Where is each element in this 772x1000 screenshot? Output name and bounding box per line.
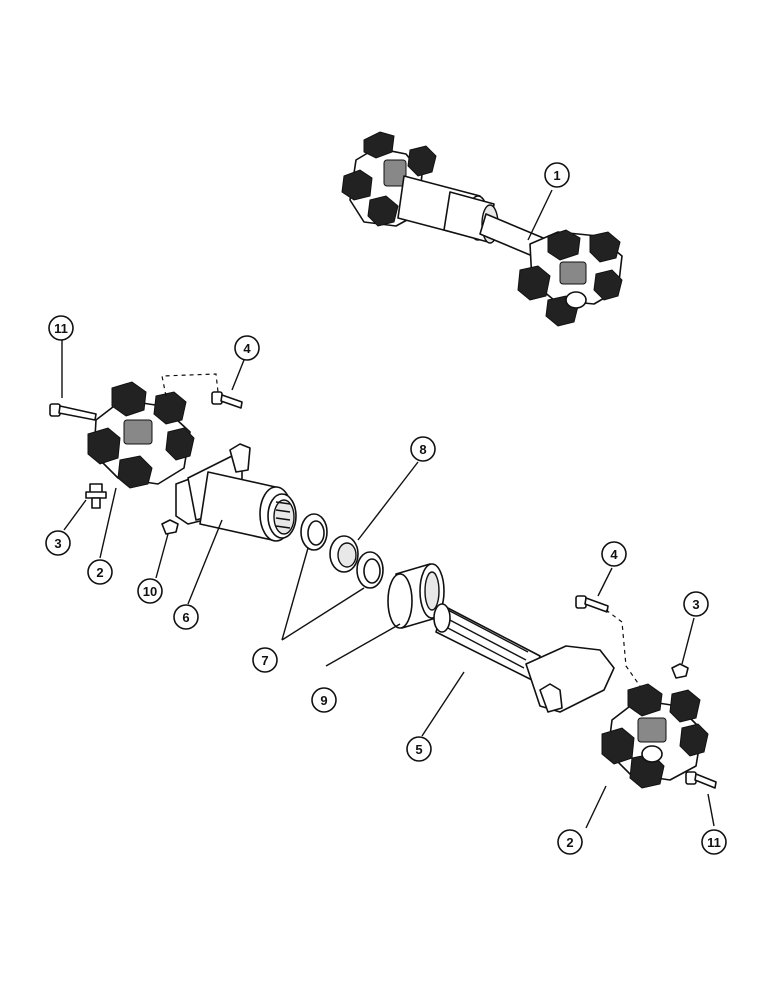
- bolt-right-bottom: [685, 771, 717, 789]
- svg-text:8: 8: [419, 442, 426, 457]
- grease-fitting-left: [85, 483, 107, 509]
- svg-text:2: 2: [96, 565, 103, 580]
- svg-text:7: 7: [261, 653, 268, 668]
- callout-9: 9: [311, 687, 337, 713]
- coupling-left: [87, 381, 195, 489]
- callout-2-left: 2: [87, 559, 113, 585]
- coupling-right-top: [517, 229, 623, 327]
- bolt-right-top: [575, 595, 609, 613]
- svg-text:4: 4: [243, 341, 251, 356]
- leader-lines: [61, 189, 715, 829]
- svg-text:11: 11: [54, 321, 68, 336]
- grease-fitting-right: [671, 663, 689, 679]
- callout-3-right: 3: [683, 591, 709, 617]
- callout-4-left: 4: [234, 335, 260, 361]
- svg-text:4: 4: [610, 547, 618, 562]
- callout-5: 5: [406, 736, 432, 762]
- svg-text:11: 11: [707, 835, 721, 850]
- callout-7: 7: [252, 647, 278, 673]
- svg-text:9: 9: [320, 693, 327, 708]
- washer-2: [356, 551, 384, 589]
- svg-text:6: 6: [182, 610, 189, 625]
- drive-shaft-assembly: [341, 131, 623, 327]
- callout-1: 1: [544, 162, 570, 188]
- svg-text:3: 3: [692, 597, 699, 612]
- lube-fitting: [161, 519, 179, 535]
- callout-6: 6: [173, 604, 199, 630]
- callout-2-right: 2: [557, 829, 583, 855]
- svg-text:3: 3: [54, 536, 61, 551]
- coupling-left-top: [341, 131, 437, 227]
- coupling-right: [601, 683, 709, 789]
- callout-10: 10: [137, 578, 163, 604]
- slip-yoke: [175, 443, 297, 542]
- callout-3-left: 3: [45, 530, 71, 556]
- callout-8: 8: [410, 436, 436, 462]
- svg-text:2: 2: [566, 835, 573, 850]
- bolt-top: [211, 391, 243, 409]
- washer-1: [300, 513, 328, 551]
- splined-shaft: [433, 603, 615, 713]
- dashed-lead-top: [161, 373, 219, 397]
- callout-11-right: 11: [701, 829, 727, 855]
- bolt-left: [49, 403, 97, 421]
- bearing-sleeve: [387, 563, 445, 629]
- svg-text:10: 10: [143, 584, 157, 599]
- svg-text:5: 5: [415, 742, 422, 757]
- seal-8: [329, 535, 359, 573]
- callout-4-right: 4: [601, 541, 627, 567]
- callout-11-left: 11: [48, 315, 74, 341]
- dashed-lead-bottom: [605, 609, 641, 687]
- svg-text:1: 1: [553, 168, 560, 183]
